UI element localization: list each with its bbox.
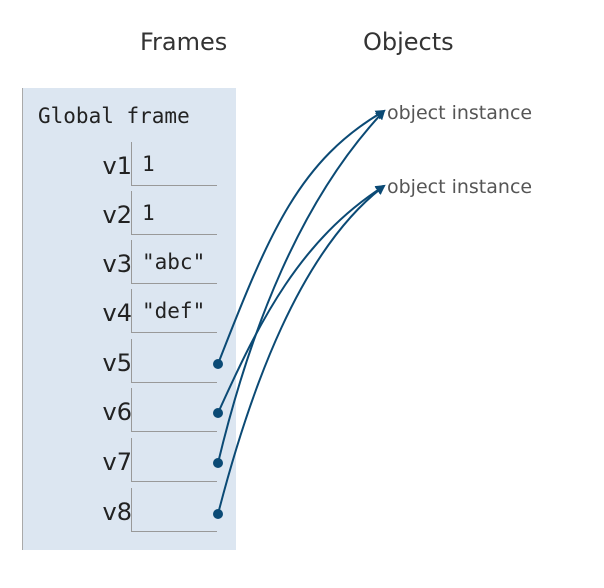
- object-instance-2: object instance: [387, 176, 533, 198]
- var-name: v4: [102, 299, 132, 327]
- var-name: v8: [102, 498, 132, 526]
- var-box: 1: [131, 142, 217, 186]
- var-value: 1: [142, 152, 155, 176]
- frame-title: Global frame: [38, 104, 190, 128]
- var-value: "def": [142, 299, 206, 323]
- var-box: [131, 438, 217, 482]
- var-name: v6: [102, 398, 132, 426]
- pointer-dot-v7[interactable]: [213, 458, 223, 468]
- var-row-v6: v6: [23, 388, 236, 434]
- pointer-dot-v6[interactable]: [213, 408, 223, 418]
- var-value: "abc": [142, 250, 206, 274]
- var-row-v5: v5: [23, 339, 236, 385]
- object-instance-1: object instance: [387, 102, 533, 124]
- var-box: 1: [131, 191, 217, 235]
- var-name: v5: [102, 349, 132, 377]
- frames-header: Frames: [140, 28, 228, 56]
- pointer-arrow-v5: [217, 109, 386, 365]
- var-value: 1: [142, 201, 155, 225]
- pointer-dot-v5[interactable]: [213, 359, 223, 369]
- var-row-v3: v3 "abc": [23, 240, 236, 286]
- var-row-v8: v8: [23, 488, 236, 534]
- var-box: "def": [131, 289, 217, 333]
- pointer-arrow-v7: [217, 109, 386, 464]
- objects-header: Objects: [363, 28, 454, 56]
- var-name: v3: [102, 250, 132, 278]
- pointer-dot-v8[interactable]: [213, 509, 223, 519]
- pointer-arrow-v8: [217, 184, 386, 515]
- var-box: [131, 339, 217, 383]
- var-row-v7: v7: [23, 438, 236, 484]
- var-name: v2: [102, 201, 132, 229]
- var-name: v1: [102, 152, 132, 180]
- var-name: v7: [102, 448, 132, 476]
- var-row-v4: v4 "def": [23, 289, 236, 335]
- global-frame: Global frame v1 1 v2 1 v3 "abc" v4 "def"…: [22, 88, 236, 550]
- var-box: [131, 488, 217, 532]
- pointer-arrow-v6: [217, 184, 386, 414]
- var-row-v2: v2 1: [23, 191, 236, 237]
- var-row-v1: v1 1: [23, 142, 236, 188]
- var-box: [131, 388, 217, 432]
- var-box: "abc": [131, 240, 217, 284]
